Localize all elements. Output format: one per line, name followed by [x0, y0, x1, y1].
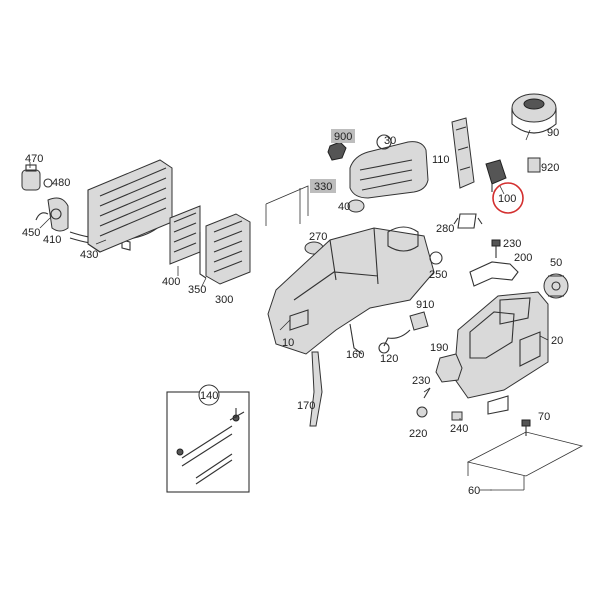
- inset-140-wiring-box[interactable]: [166, 391, 250, 493]
- part-230-screw-top[interactable]: [491, 239, 501, 258]
- callout-70[interactable]: 70: [538, 411, 550, 423]
- callout-200[interactable]: 200: [514, 252, 532, 264]
- part-70-bolt[interactable]: [521, 419, 531, 436]
- part-90-blower-motor[interactable]: [511, 93, 557, 134]
- callout-40[interactable]: 40: [338, 201, 350, 213]
- callout-910[interactable]: 910: [416, 299, 434, 311]
- callout-480[interactable]: 480: [52, 177, 70, 189]
- callout-350[interactable]: 350: [188, 284, 206, 296]
- callout-280[interactable]: 280: [436, 223, 454, 235]
- callout-140[interactable]: 140: [200, 390, 218, 402]
- label-box-330: [310, 179, 336, 193]
- part-900-clip[interactable]: [327, 141, 347, 161]
- callout-270[interactable]: 270: [309, 231, 327, 243]
- callout-190[interactable]: 190: [430, 342, 448, 354]
- callout-470[interactable]: 470: [25, 153, 43, 165]
- part-160-hose[interactable]: [349, 323, 363, 355]
- callout-900[interactable]: 900: [334, 131, 352, 143]
- part-350-300-filter[interactable]: [199, 213, 251, 285]
- part-50-actuator-motor[interactable]: [543, 273, 569, 299]
- callout-30[interactable]: 30: [384, 135, 396, 147]
- part-110-duct-panel[interactable]: [451, 117, 475, 189]
- part-250-seal[interactable]: [429, 251, 443, 265]
- callout-90[interactable]: 90: [547, 127, 559, 139]
- highlight-circle-100: [492, 182, 524, 214]
- callout-230-top[interactable]: 230: [503, 238, 521, 250]
- callout-240[interactable]: 240: [450, 423, 468, 435]
- part-170-drain-hose[interactable]: [309, 351, 323, 427]
- part-470-expansion-valve[interactable]: [21, 164, 41, 191]
- part-190-valve[interactable]: [435, 353, 463, 383]
- callout-10[interactable]: 10: [282, 337, 294, 349]
- part-200-wiring-harness[interactable]: [469, 261, 519, 287]
- callout-160[interactable]: 160: [346, 349, 364, 361]
- callout-230-bottom[interactable]: 230: [412, 375, 430, 387]
- callout-430[interactable]: 430: [80, 249, 98, 261]
- callout-20[interactable]: 20: [551, 335, 563, 347]
- part-30-blend-door-motor[interactable]: [349, 134, 429, 199]
- callout-220[interactable]: 220: [409, 428, 427, 440]
- part-240-clip[interactable]: [451, 411, 463, 421]
- part-920-connector[interactable]: [527, 157, 541, 173]
- callout-400[interactable]: 400: [162, 276, 180, 288]
- part-330-bracket-lines: [265, 185, 309, 226]
- callout-100[interactable]: 100: [498, 193, 516, 205]
- part-230-screw-bottom[interactable]: [423, 387, 431, 399]
- callout-920[interactable]: 920: [541, 162, 559, 174]
- callout-leaders: [29, 129, 549, 420]
- callout-330[interactable]: 330: [314, 181, 332, 193]
- part-280-gasket[interactable]: [453, 213, 483, 229]
- part-40-knob[interactable]: [347, 199, 365, 213]
- part-480-seal[interactable]: [43, 178, 53, 188]
- part-450-410-pipe-bracket[interactable]: [35, 197, 69, 232]
- callout-250[interactable]: 250: [429, 269, 447, 281]
- callout-140-circle: [198, 384, 220, 406]
- part-100-blower-resistor[interactable]: [485, 159, 507, 192]
- part-20-distribution-housing[interactable]: [453, 291, 549, 415]
- callout-60[interactable]: 60: [468, 485, 480, 497]
- part-evaporator-core[interactable]: [87, 159, 173, 253]
- callout-450[interactable]: 450: [22, 227, 40, 239]
- part-910-120-flap-actuator[interactable]: [378, 311, 429, 354]
- callout-50[interactable]: 50: [550, 257, 562, 269]
- callout-110[interactable]: 110: [432, 154, 450, 166]
- part-60-seal-panel: [466, 431, 584, 491]
- callout-170[interactable]: 170: [297, 400, 315, 412]
- label-box-900: [331, 129, 355, 143]
- callout-410[interactable]: 410: [43, 234, 61, 246]
- callout-300[interactable]: 300: [215, 294, 233, 306]
- callout-120[interactable]: 120: [380, 353, 398, 365]
- part-220-screw[interactable]: [416, 406, 428, 418]
- part-400-heater-core[interactable]: [169, 205, 201, 265]
- part-10-hvac-housing[interactable]: [267, 226, 435, 355]
